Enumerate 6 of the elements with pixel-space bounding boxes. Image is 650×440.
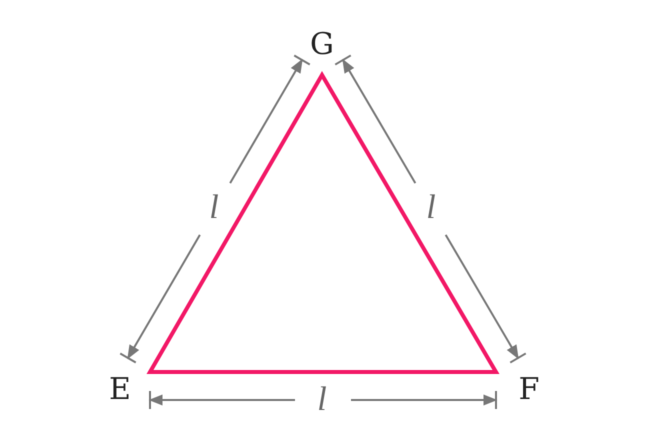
vertex-label: E xyxy=(109,375,131,405)
vertex-label: F xyxy=(518,375,540,405)
vertex-label: G xyxy=(310,30,334,60)
dimension-label: l xyxy=(317,383,327,417)
dimension-label: l xyxy=(209,191,219,225)
dimension-label: l xyxy=(426,191,436,225)
